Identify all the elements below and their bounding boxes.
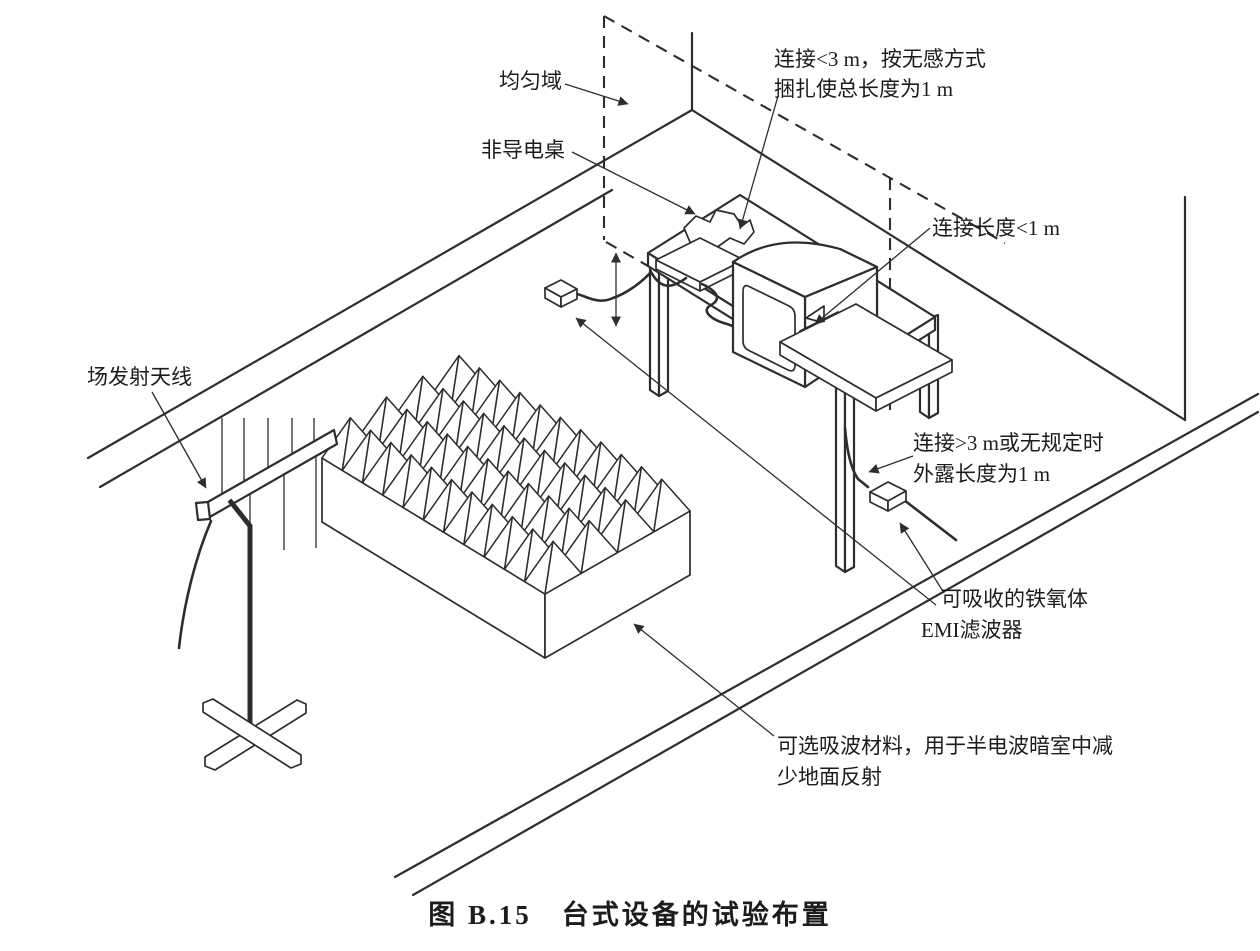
equipment-under-test bbox=[655, 209, 953, 412]
absorber-pyramid-face bbox=[544, 540, 583, 595]
label-connection-gt-3m-line2: 外露长度为1 m bbox=[913, 462, 1050, 486]
ferrite-side bbox=[887, 490, 907, 512]
front-floor-edge-outer bbox=[393, 392, 1260, 879]
leader-connection-length bbox=[814, 227, 931, 325]
room-structure bbox=[86, 31, 1260, 897]
table-leg-front bbox=[834, 370, 847, 574]
label-field-antenna: 场发射天线 bbox=[87, 365, 192, 389]
left-wall-base-line bbox=[86, 108, 694, 460]
leader-absorber-material bbox=[633, 623, 775, 737]
antenna-tripod-base bbox=[202, 698, 307, 771]
tripod-bar bbox=[202, 698, 302, 769]
printer-side bbox=[875, 359, 953, 412]
leader-connection-gt-3m bbox=[868, 455, 914, 474]
leader-connection-lt-3m bbox=[737, 95, 779, 230]
ferrite-side bbox=[560, 288, 578, 308]
label-non-conductive-table: 非导电桌 bbox=[481, 138, 565, 162]
antenna-boom-end-cap bbox=[194, 500, 212, 522]
left-floor-edge-line bbox=[98, 188, 614, 489]
leader-ferrite-right bbox=[899, 522, 945, 594]
label-connection-gt-3m-line1: 连接>3 m或无规定时 bbox=[913, 431, 1104, 455]
absorber-pyramid-face bbox=[580, 519, 619, 575]
antenna-mast bbox=[227, 498, 253, 736]
leader-non-conductive-table bbox=[571, 151, 696, 215]
leader-uniform-area bbox=[564, 83, 629, 106]
label-ferrite-line1: 可吸收的铁氧体 bbox=[941, 587, 1088, 611]
absorber-pyramid-face bbox=[653, 478, 691, 533]
antenna-boom bbox=[204, 428, 339, 520]
leader-field-antenna bbox=[151, 391, 207, 489]
field-antenna bbox=[177, 418, 339, 771]
table-left-cable bbox=[575, 269, 688, 302]
label-connection-length: 连接长度<1 m bbox=[932, 216, 1060, 240]
absorber-block bbox=[321, 354, 691, 659]
right-wall-base-line bbox=[690, 108, 1187, 422]
leader-ferrite-left bbox=[575, 317, 937, 606]
uniform-area-bottom-edge-left bbox=[605, 241, 663, 275]
ferrite-clamp-right bbox=[869, 481, 907, 512]
cables bbox=[544, 269, 958, 542]
label-absorber-line1: 可选吸波材料，用于半电波暗室中减 bbox=[777, 734, 1113, 758]
table-legs bbox=[648, 253, 940, 574]
label-uniform-area: 均匀域 bbox=[499, 69, 562, 93]
floor-cable bbox=[902, 498, 958, 542]
ferrite-clamp-left bbox=[544, 279, 578, 308]
absorber-pyramids bbox=[321, 354, 691, 595]
table-leg-front-side bbox=[843, 370, 856, 574]
leader-lines bbox=[151, 83, 945, 737]
label-connection-lt-3m-line1: 连接<3 m，按无感方式 bbox=[774, 47, 986, 71]
label-connection-lt-3m-line2: 捆扎使总长度为1 m bbox=[774, 77, 953, 101]
antenna-feed-cable bbox=[177, 519, 213, 650]
label-absorber-line2: 少地面反射 bbox=[777, 765, 882, 789]
monitor-funnel-top bbox=[731, 241, 879, 299]
label-ferrite-line2: EMI滤波器 bbox=[921, 618, 1023, 642]
labels: 均匀域 非导电桌 连接<3 m，按无感方式 捆扎使总长度为1 m 连接长度<1 … bbox=[87, 47, 1113, 789]
table-right-cable bbox=[843, 426, 870, 489]
front-floor-edge-inner bbox=[411, 410, 1260, 897]
uniform-area-top-edge bbox=[603, 15, 1006, 244]
absorber-pyramid-face bbox=[616, 499, 655, 554]
figure-caption: 图 B.15 台式设备的试验布置 bbox=[428, 899, 832, 930]
